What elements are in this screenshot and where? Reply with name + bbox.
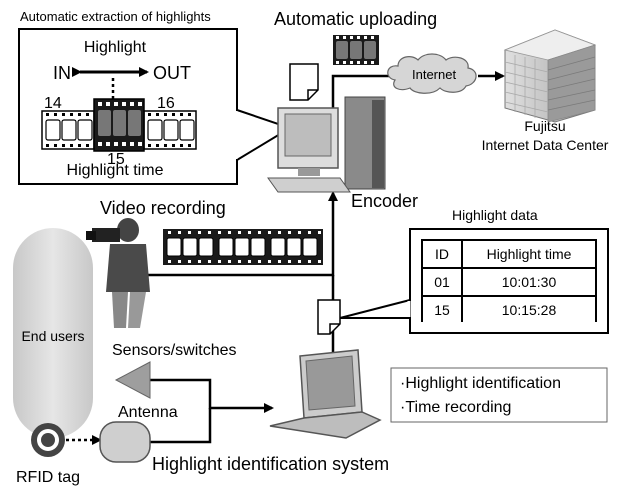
highlight-time-label: Highlight time bbox=[66, 162, 164, 179]
data-center-name: Fujitsu bbox=[524, 118, 566, 134]
function-item: ·Highlight identification bbox=[400, 375, 561, 392]
internet-label: Internet bbox=[412, 67, 457, 82]
table-cell-id: 01 bbox=[434, 274, 450, 290]
highlight-data-callout bbox=[339, 228, 609, 334]
extraction-title: Automatic extraction of highlights bbox=[20, 9, 211, 24]
system-label: Highlight identification system bbox=[152, 454, 390, 474]
data-center-subtitle: Internet Data Center bbox=[481, 137, 609, 153]
function-item: ·Time recording bbox=[400, 399, 512, 416]
uploading-title: Automatic uploading bbox=[274, 9, 438, 29]
camera-operator-icon bbox=[86, 218, 150, 328]
highlight-label: Highlight bbox=[83, 39, 147, 56]
table-header-id: ID bbox=[435, 246, 449, 262]
frame-number-left: 14 bbox=[44, 95, 62, 112]
highlight-data-title: Highlight data bbox=[452, 207, 538, 223]
callout-filmstrip bbox=[41, 98, 197, 152]
data-center-building-icon bbox=[503, 29, 597, 123]
antenna-label: Antenna bbox=[118, 404, 178, 421]
out-label: OUT bbox=[153, 63, 191, 83]
in-label: IN bbox=[53, 63, 71, 83]
encoder-label: Encoder bbox=[351, 191, 419, 211]
sensors-label: Sensors/switches bbox=[112, 342, 237, 359]
rfid-tag-label: RFID tag bbox=[16, 469, 81, 486]
encoder-computer-icon bbox=[267, 96, 386, 193]
connector-lines bbox=[145, 71, 505, 444]
sensor-switch-icon bbox=[114, 361, 151, 399]
upload-film-icon bbox=[333, 35, 379, 65]
end-users-label: End users bbox=[21, 328, 85, 344]
laptop-icon bbox=[269, 349, 382, 439]
frame-number-center: 15 bbox=[107, 151, 125, 168]
document-icon bbox=[289, 63, 319, 101]
table-cell-id: 15 bbox=[434, 302, 450, 318]
end-users-pill bbox=[13, 228, 93, 438]
table-header-time: Highlight time bbox=[486, 246, 572, 262]
function-list-box bbox=[390, 367, 608, 423]
internet-cloud-icon bbox=[387, 53, 477, 94]
video-filmstrip bbox=[163, 229, 323, 265]
antenna-icon bbox=[99, 421, 151, 463]
video-recording-label: Video recording bbox=[100, 198, 226, 218]
frame-number-right: 16 bbox=[157, 95, 175, 112]
table-cell-time: 10:01:30 bbox=[501, 274, 557, 290]
rfid-tag-icon bbox=[31, 423, 65, 457]
highlight-data-document-icon bbox=[317, 299, 341, 335]
table-cell-time: 10:15:28 bbox=[501, 302, 557, 318]
